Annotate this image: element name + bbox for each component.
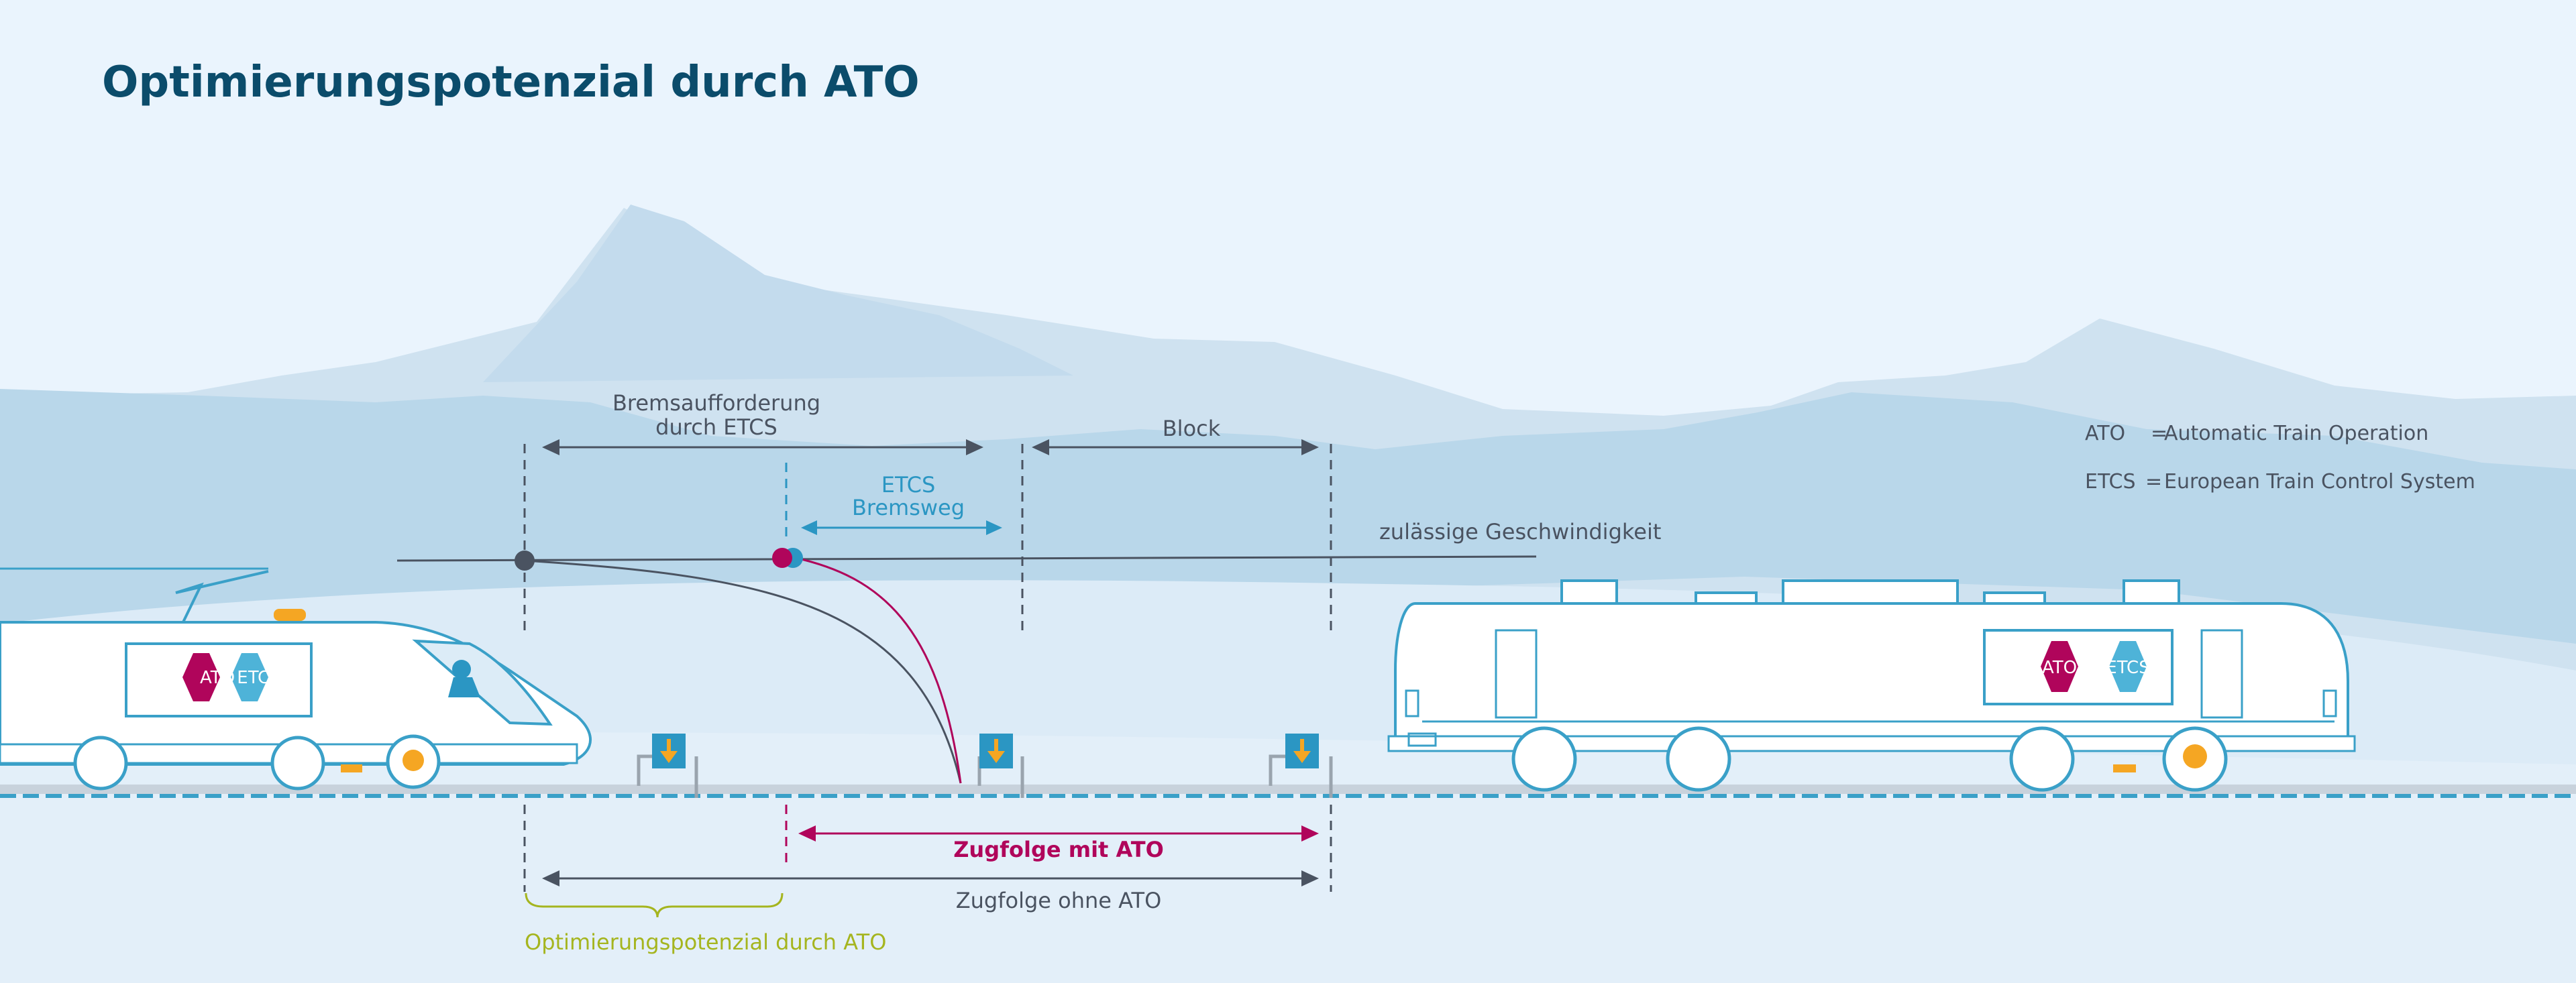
block-arrow: [1032, 439, 1319, 455]
etcs-brake-label-2: Bremsweg: [852, 495, 965, 520]
legend-etcs-desc: European Train Control System: [2164, 470, 2475, 494]
etcs-badge-right-label: ETCS: [2106, 658, 2149, 678]
balise-2: [977, 734, 1024, 798]
balise-1: [637, 734, 698, 798]
mountain-back-peak: [483, 205, 1073, 382]
etcs-badge-left: [231, 653, 268, 701]
legend-ato-abbr: ATO: [2085, 422, 2125, 445]
ato-badge-left-label: ATO: [200, 668, 235, 688]
block-label: Block: [1163, 416, 1221, 441]
legend-etcs-eq: =: [2145, 470, 2162, 494]
headway-with-ato-label: Zugfolge mit ATO: [953, 837, 1164, 862]
braking-curve-with-ato: [795, 557, 962, 784]
balise-3: [1269, 734, 1333, 798]
headway-with-ato-arrow: [798, 825, 1319, 842]
legend-ato-eq: =: [2151, 422, 2167, 445]
legend-etcs-abbr: ETCS: [2085, 470, 2136, 494]
etcs-brake-label-1: ETCS: [881, 472, 936, 498]
optimization-brace: [525, 892, 784, 918]
train-left-ato: ATO ETCS: [0, 567, 592, 791]
brake-request-label-2: durch ETCS: [655, 414, 777, 440]
legend-ato-desc: Automatic Train Operation: [2164, 422, 2428, 445]
allowed-speed-label: zulässige Geschwindigkeit: [1379, 519, 1661, 544]
brake-point-without-ato: [515, 551, 535, 571]
headway-without-ato-label: Zugfolge ohne ATO: [956, 888, 1162, 913]
etcs-badge-right: [2109, 641, 2147, 692]
brake-request-arrow: [542, 439, 983, 455]
etcs-badge-left-label: ETCS: [237, 668, 280, 688]
track-bed: [0, 785, 2576, 794]
ato-badge-left: [182, 653, 220, 701]
pantograph: [175, 570, 269, 627]
brake-request-label-1: Bremsaufforderung: [612, 390, 820, 416]
ato-badge-right: [2041, 641, 2078, 692]
etcs-brake-arrow: [801, 520, 1002, 535]
braking-curve-without-ato: [524, 559, 962, 784]
page-title: Optimierungspotenzial durch ATO: [102, 58, 920, 107]
allowed-speed-line: [396, 555, 1537, 562]
locomotive-right: ATO ETCS: [1387, 579, 2356, 792]
optimization-label: Optimierungspotenzial durch ATO: [525, 929, 886, 955]
brake-point-ato: [772, 548, 792, 568]
headway-without-ato-arrow: [542, 870, 1319, 886]
ato-badge-right-label: ATO: [2042, 658, 2077, 678]
cab-window: [412, 639, 553, 726]
